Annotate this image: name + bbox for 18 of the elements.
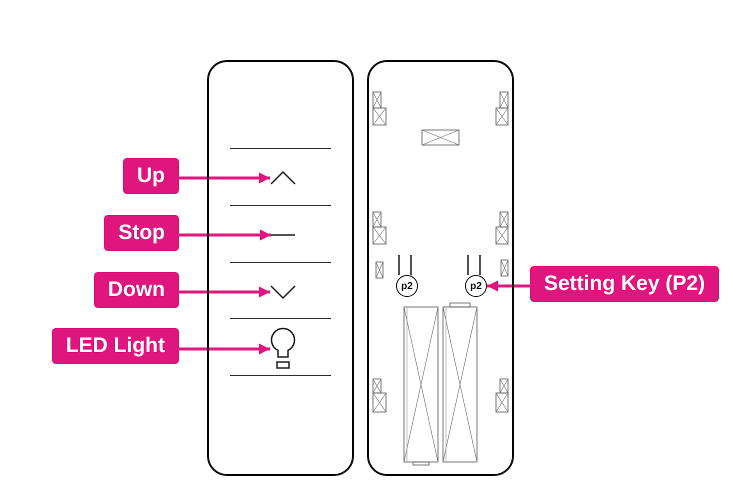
up-chevron-icon: [270, 171, 296, 185]
callout-label: Setting Key (P2): [530, 266, 720, 302]
dash-icon: [271, 234, 295, 236]
setting-key: p2: [396, 275, 418, 297]
callout-label: Down: [94, 272, 179, 308]
remote-back-view: [367, 60, 514, 476]
setting-key: p2: [465, 275, 487, 297]
callout-label: LED Light: [52, 328, 179, 364]
down-chevron-icon: [270, 285, 296, 299]
leader-arrow: [179, 286, 270, 298]
leader-arrow: [179, 344, 270, 354]
callout-label: Up: [123, 158, 179, 194]
leader-arrow: [179, 230, 271, 240]
leader-arrow: [179, 172, 270, 184]
light-bulb-icon: [270, 328, 296, 370]
leader-arrow: [487, 280, 530, 292]
callout-label: Stop: [104, 215, 179, 251]
remote-front-view: [207, 60, 354, 476]
